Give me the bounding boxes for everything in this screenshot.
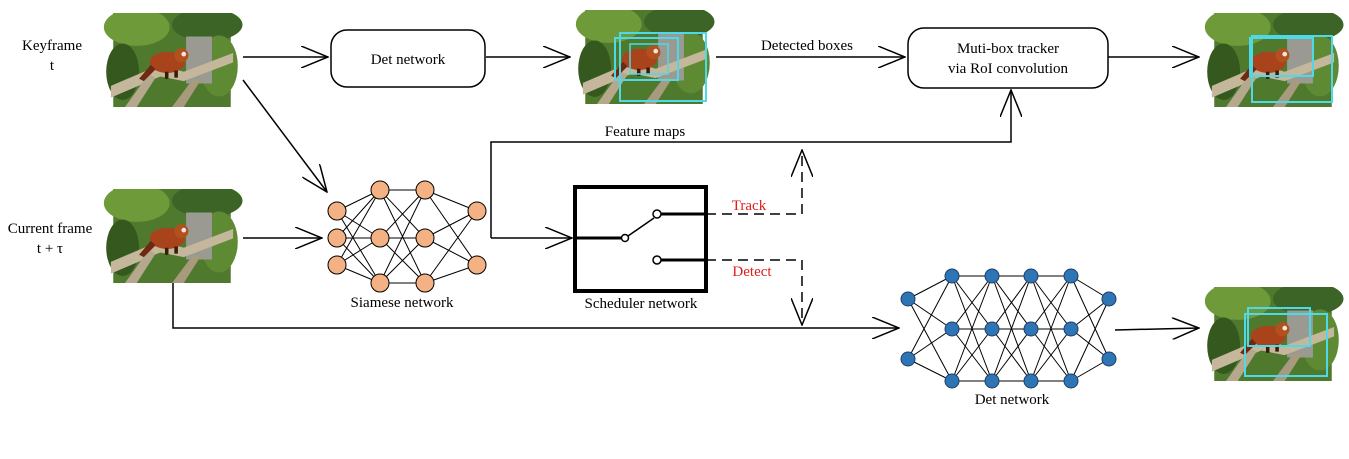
network-edge <box>951 275 993 330</box>
network-edge <box>1030 275 1072 382</box>
network-node <box>1063 373 1079 389</box>
detected-boxes-label: Detected boxes <box>761 38 853 54</box>
network-node <box>944 321 960 337</box>
network-node <box>944 373 960 389</box>
network-node <box>467 255 487 275</box>
network-node <box>1101 291 1117 307</box>
network-node <box>370 180 390 200</box>
network-edge <box>424 210 478 284</box>
network-edge <box>907 328 953 360</box>
siamese-network-label: Siamese network <box>351 295 454 311</box>
current-frame-label: Current frame <box>8 221 93 237</box>
network-edge <box>379 189 426 239</box>
network-edge <box>991 275 1032 382</box>
network-edge <box>1030 275 1072 330</box>
network-edge <box>1070 328 1110 360</box>
network-node <box>1101 351 1117 367</box>
network-node <box>327 255 347 275</box>
network-edge <box>379 189 426 284</box>
tracker-label-line1: Muti-box tracker <box>957 41 1059 57</box>
feature-maps-label: Feature maps <box>605 124 686 140</box>
network-edge <box>907 358 953 382</box>
network-edge <box>1070 298 1110 382</box>
network-edge <box>907 275 953 300</box>
network-node <box>984 373 1000 389</box>
edge-feature-maps <box>490 90 1011 238</box>
network-edge <box>991 328 1032 382</box>
network-node <box>1063 268 1079 284</box>
scheduler-network-box <box>573 185 708 293</box>
network-edge <box>951 328 993 382</box>
network-edge <box>336 237 381 284</box>
keyframe-image <box>103 13 243 107</box>
network-node <box>984 268 1000 284</box>
network-edge <box>951 275 993 382</box>
edge-track-branch <box>706 150 802 215</box>
detected-frame-image <box>575 10 715 104</box>
tracked-output-image <box>1204 13 1344 107</box>
network-edge <box>907 298 953 382</box>
network-edge <box>1070 298 1110 330</box>
tracker-label-line2: via RoI convolution <box>948 61 1068 77</box>
det-network-top-box <box>330 29 486 88</box>
network-node <box>327 201 347 221</box>
network-edge <box>379 237 426 284</box>
network-node <box>415 228 435 248</box>
scheduler-network-label: Scheduler network <box>585 296 698 312</box>
edge-current-to-det-bottom <box>172 283 899 328</box>
network-edge <box>424 210 478 239</box>
network-node <box>370 228 390 248</box>
network-node <box>984 321 1000 337</box>
network-edge <box>907 275 953 360</box>
network-edge <box>1030 328 1072 382</box>
detected-output-image <box>1204 287 1344 381</box>
siamese-network-graph <box>327 180 487 293</box>
network-edge <box>336 189 381 266</box>
network-node <box>415 180 435 200</box>
network-node <box>900 351 916 367</box>
network-edge <box>424 237 478 266</box>
network-node <box>944 268 960 284</box>
network-node <box>1023 373 1039 389</box>
edge-detect-branch <box>706 259 802 325</box>
network-node <box>467 201 487 221</box>
network-node <box>415 273 435 293</box>
edge-det-bottom-to-output <box>1114 328 1199 330</box>
network-node <box>370 273 390 293</box>
network-node <box>327 228 347 248</box>
detect-label: Detect <box>732 264 772 280</box>
current-frame-time-label: t + τ <box>37 241 63 257</box>
det-network-top-label: Det network <box>371 52 446 68</box>
keyframe-label: Keyframe <box>22 38 82 54</box>
det-network-bottom-label: Det network <box>975 392 1050 408</box>
network-edge <box>424 189 478 266</box>
network-edge <box>336 189 381 239</box>
current-frame-image <box>103 189 243 283</box>
track-label: Track <box>732 198 767 214</box>
network-node <box>900 291 916 307</box>
network-edge <box>336 210 381 284</box>
network-node <box>1023 268 1039 284</box>
network-edge <box>1070 275 1110 360</box>
edge-keyframe-to-siamese <box>242 79 327 192</box>
network-node <box>1023 321 1039 337</box>
network-edge <box>907 298 953 330</box>
keyframe-time-label: t <box>50 58 55 74</box>
network-edge <box>991 275 1032 330</box>
det-network-bottom-graph <box>900 268 1117 389</box>
tracker-box <box>907 27 1109 89</box>
network-node <box>1063 321 1079 337</box>
